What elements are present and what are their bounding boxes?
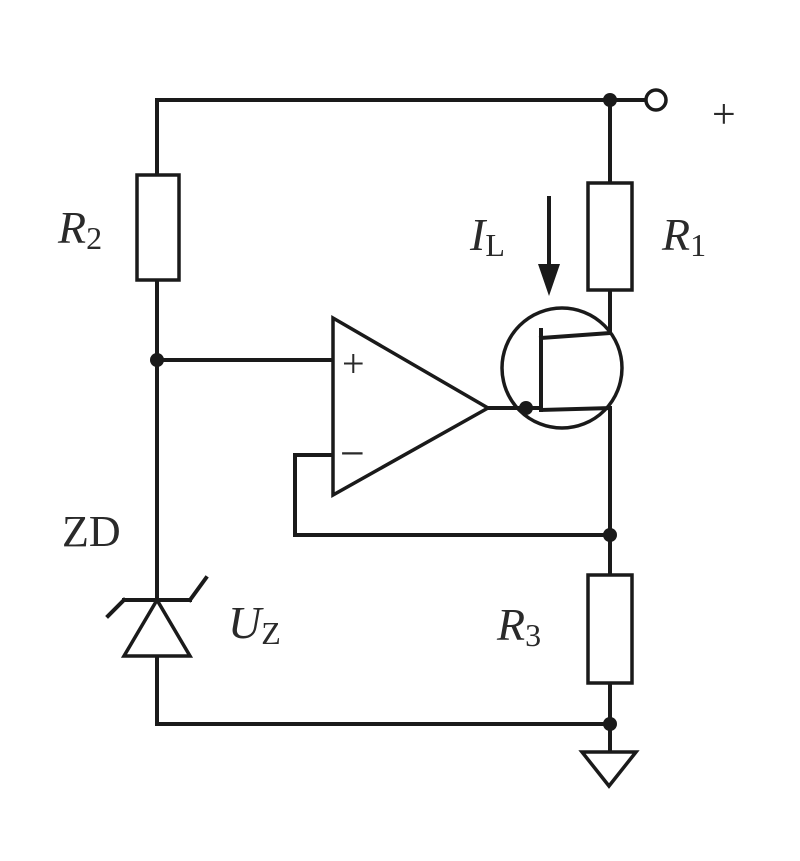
wire-feedback bbox=[293, 453, 612, 537]
label-r3: R3 bbox=[496, 599, 541, 653]
ground-icon bbox=[578, 750, 640, 789]
label-r1: R1 bbox=[661, 209, 706, 263]
current-arrow-icon bbox=[538, 196, 560, 296]
label-il: IL bbox=[469, 209, 505, 263]
junction-dot bbox=[603, 528, 617, 542]
label-r2: R2 bbox=[57, 202, 102, 256]
resistor-r1-icon bbox=[586, 181, 634, 292]
fet-transistor-icon bbox=[500, 306, 624, 430]
zener-diode-icon bbox=[105, 575, 209, 658]
supply-plus-label: + bbox=[712, 92, 736, 138]
wires bbox=[155, 98, 647, 754]
opamp-icon bbox=[331, 314, 492, 498]
junction-dot bbox=[603, 717, 617, 731]
junction-dot bbox=[519, 401, 533, 415]
junction-dots bbox=[150, 93, 617, 731]
opamp-minus-sign: − bbox=[340, 429, 365, 478]
resistor-r2-icon bbox=[135, 173, 181, 282]
junction-dot bbox=[150, 353, 164, 367]
junction-dot bbox=[603, 93, 617, 107]
supply-terminal-icon bbox=[644, 88, 668, 112]
label-uz: UZ bbox=[228, 597, 281, 651]
label-zd: ZD bbox=[62, 507, 121, 556]
opamp-plus-sign: + bbox=[342, 341, 365, 386]
resistor-r3-icon bbox=[586, 573, 634, 685]
